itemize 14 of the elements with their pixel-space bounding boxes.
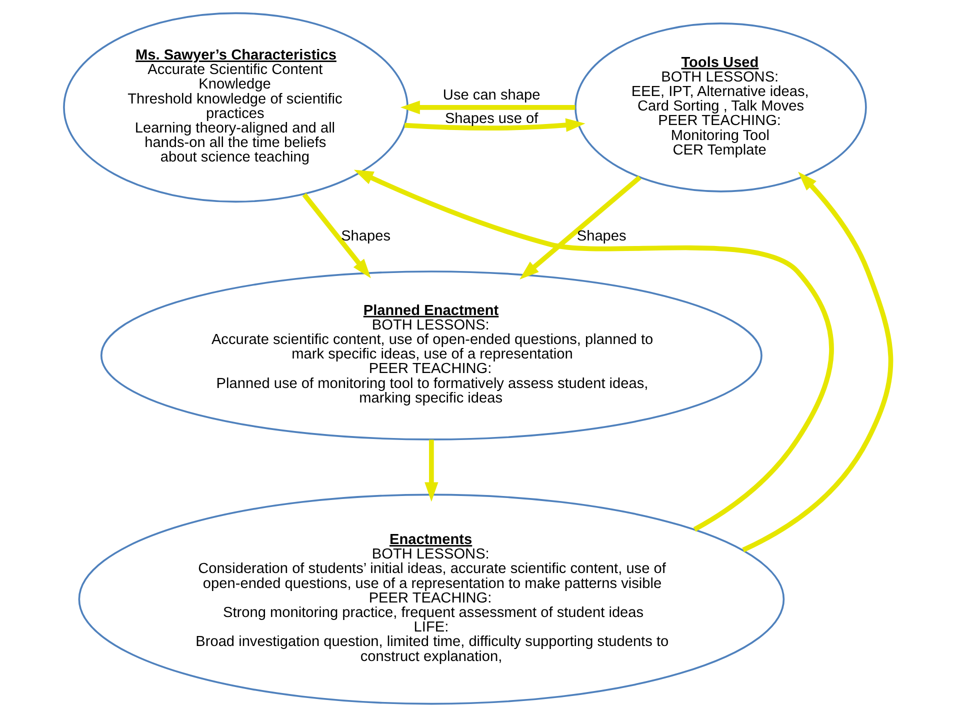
edge-label: Shapes use of bbox=[444, 110, 538, 127]
arrow bbox=[353, 170, 834, 532]
node-ellipse: Ms. Sawyer’s Characteristics Accurate Scientific Content Knowledge Threshold knowledge of scientific practices Learning theory-aligned and all hands-on all the time beliefs about science teaching bbox=[62, 12, 408, 203]
arrow bbox=[424, 440, 438, 502]
arrow bbox=[742, 172, 893, 552]
arrow bbox=[400, 100, 575, 114]
arrow bbox=[302, 193, 370, 278]
node-ellipse: Planned Enactment BOTH LESSONS: Accurate scientific content, use of open-ended questions, planned to mark specific ideas, use of a representation PEER TEACHING: Planned use of monitoring tool to formatively assess student ideas, marking specific ideas bbox=[100, 270, 762, 440]
edge-label: Shapes bbox=[576, 228, 626, 244]
edge-label: Use can shape bbox=[442, 88, 540, 104]
arrow bbox=[519, 176, 641, 280]
arrow bbox=[404, 118, 585, 132]
edge-label: Shapes bbox=[340, 228, 390, 244]
node-ellipse: Enactments BOTH LESSONS: Consideration of students’ initial ideas, accurate scientific content, use of open-ended questions, use of a representation to make patterns visible PEER TEACHING: Strong monitoring practice, frequent assessment of student ideas LIFE: Broad investigation question, limited time, difficulty supporting students to construct explanation, bbox=[78, 494, 784, 705]
